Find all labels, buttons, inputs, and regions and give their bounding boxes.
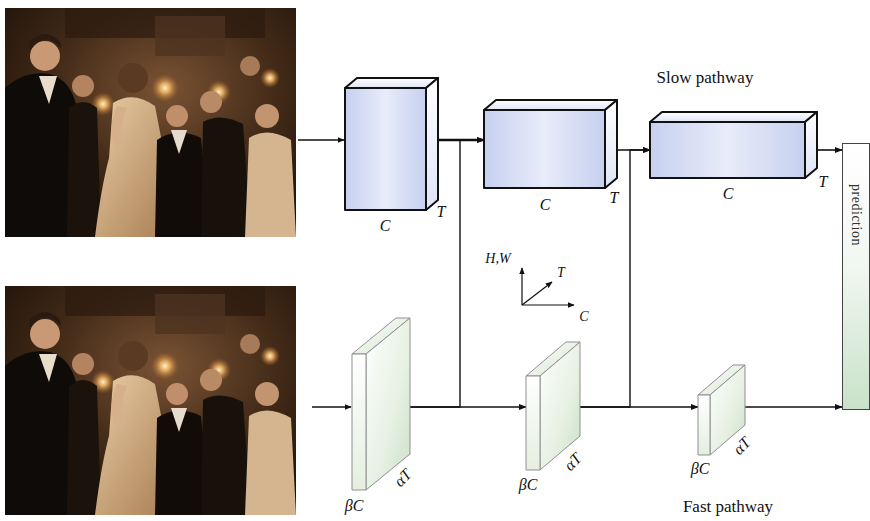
time-label: T — [819, 174, 828, 190]
block-front — [526, 376, 540, 470]
input-arrow — [312, 406, 351, 408]
connector-arrow — [817, 149, 842, 151]
block-front — [698, 395, 710, 455]
time-label: T — [437, 204, 446, 220]
block-front — [352, 354, 366, 490]
video-frame — [5, 8, 296, 237]
pathway-title: Fast pathway — [683, 498, 773, 515]
time-label: αT — [561, 450, 585, 474]
block-front — [650, 122, 805, 178]
axis-line — [522, 282, 552, 305]
channel-label: C — [723, 186, 734, 202]
axis-label: T — [557, 266, 565, 280]
fast-feature-block: βCαT — [352, 318, 410, 490]
block-side — [805, 112, 817, 178]
fast-feature-block: βCαT — [526, 342, 580, 470]
block-top — [650, 112, 817, 122]
axis-label: C — [579, 310, 588, 324]
axis-label: H,W — [485, 252, 510, 266]
slow-feature-block: CT — [484, 100, 617, 188]
block-side — [426, 78, 438, 210]
axis-line — [521, 268, 522, 305]
block-outline — [345, 78, 438, 210]
input-arrow — [298, 139, 344, 141]
block-outline — [842, 143, 869, 410]
axis-line — [522, 304, 574, 305]
prediction-outline — [843, 144, 870, 410]
fast-feature-block: βCαT — [698, 365, 745, 455]
video-frame — [5, 286, 296, 515]
channel-label: βC — [345, 498, 364, 514]
block-front — [345, 88, 426, 210]
block-top — [484, 100, 617, 110]
block-side — [605, 100, 617, 188]
block-outline — [650, 112, 817, 178]
prediction-box: prediction — [842, 143, 869, 410]
channel-label: C — [380, 218, 391, 234]
channel-label: βC — [691, 461, 710, 477]
block-side — [366, 318, 410, 490]
slow-feature-block: CT — [345, 78, 438, 210]
block-top — [345, 78, 438, 88]
time-label: αT — [391, 466, 415, 490]
channel-label: C — [540, 197, 551, 213]
time-label: T — [610, 190, 619, 206]
slow-feature-block: CT — [650, 112, 817, 178]
channel-label: βC — [519, 477, 538, 493]
block-front — [484, 110, 605, 188]
prediction-label: prediction — [849, 184, 863, 246]
block-outline — [352, 318, 410, 490]
connector-arrow — [745, 406, 842, 407]
time-label: αT — [730, 434, 754, 458]
block-outline — [484, 100, 617, 188]
pathway-title: Slow pathway — [657, 69, 754, 86]
